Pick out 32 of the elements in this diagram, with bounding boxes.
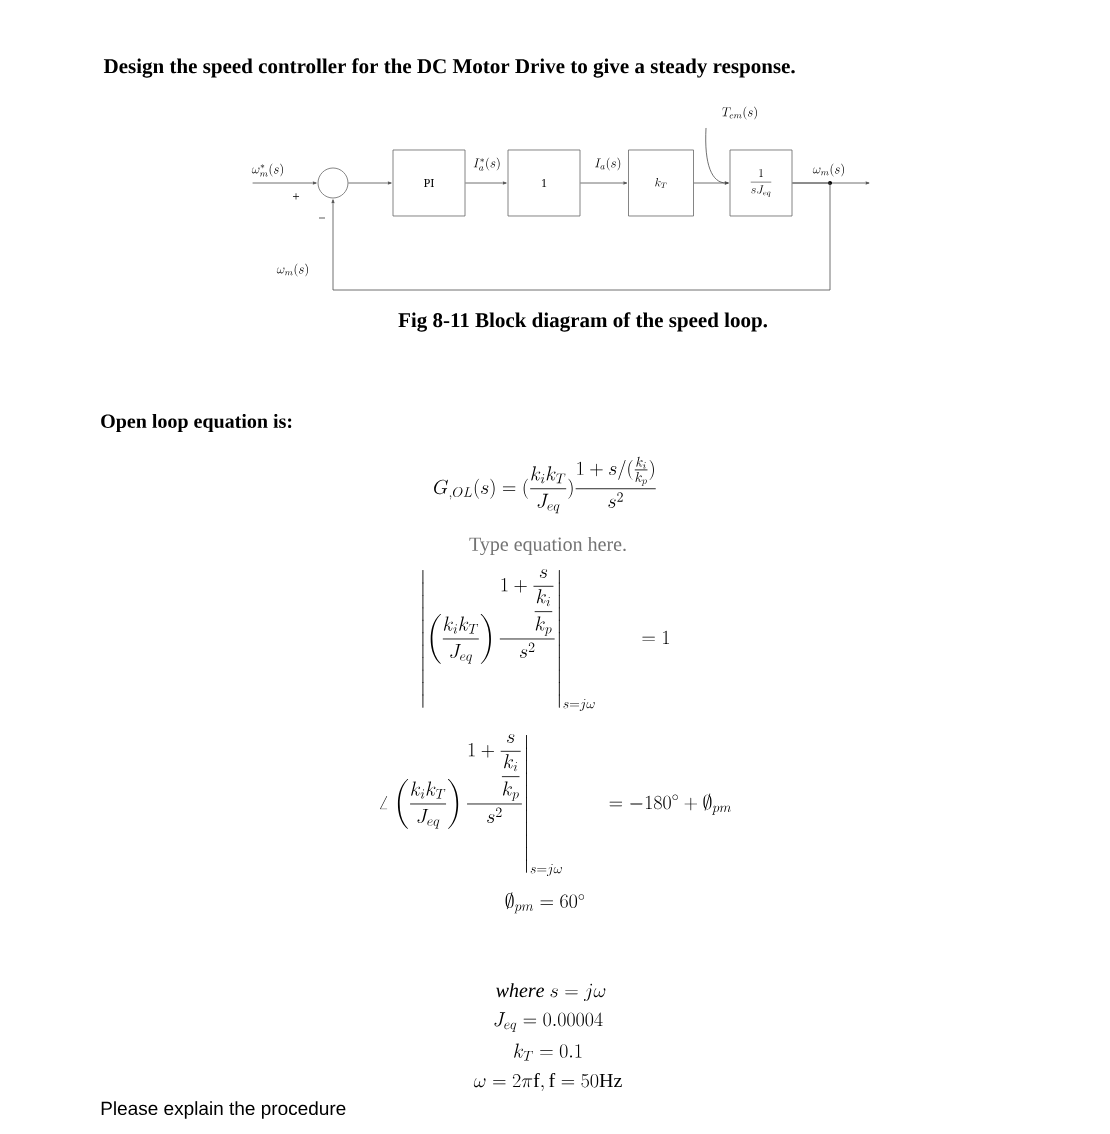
block-box: 1 bbox=[507, 149, 581, 217]
equation: $J_{eq} = 0.00004$ bbox=[494, 1012, 603, 1032]
question-text: Please explain the procedure bbox=[101, 1101, 346, 1119]
signal-label: $\omega_m(s)$ bbox=[811, 162, 847, 178]
heading: Open loop equation is: bbox=[101, 413, 292, 433]
signal-label: $\omega_m^*(s)$ bbox=[250, 162, 286, 178]
arrow bbox=[705, 127, 729, 185]
equation: $\omega = 2\pi \mathrm{f}, \mathrm{f} = 50\mathrm{Hz}$ bbox=[473, 1073, 622, 1091]
block-box: $\dfrac{1}{sJ_{eq}}$ bbox=[729, 149, 793, 217]
equation: $\angle\left.\left(\frac{k_ik_T}{J_{eq}}\right)\frac{1+\dfrac{s}{\dfrac{k_i}{k_p}}}{s^2}\right|_{s=j\omega}\qquad = -180^\circ + \emptyset_{pm}$ bbox=[380, 733, 731, 876]
arrow bbox=[580, 181, 628, 185]
equation: $G_{,OL}(s) = (\frac{k_i k_T}{J_{eq}})\frac{1+s/(\frac{k_i}{k_p})}{s^2}$ bbox=[434, 456, 656, 514]
equation: $k_T = 0.1$ bbox=[514, 1043, 582, 1061]
signal-label: $I_a(s)$ bbox=[593, 156, 623, 172]
equation: $\emptyset_{pm} = 60^\circ$ bbox=[505, 892, 585, 914]
arrow bbox=[331, 182, 831, 291]
equation: $\left|\left(\frac{k_ik_T}{J_{eq}}\right)\frac{1+\dfrac{s}{\dfrac{k_i}{k_p}}}{s^2}\right|_{s=j\omega}\qquad = 1$ bbox=[422, 568, 670, 711]
sign: − bbox=[319, 217, 326, 219]
caption: Fig 8-11 Block diagram of the speed loop. bbox=[398, 312, 767, 332]
summing-junction bbox=[317, 167, 349, 199]
signal-label: $I_a^*(s)$ bbox=[472, 156, 502, 172]
block-box: $k_T$ bbox=[628, 149, 694, 217]
block-box: PI bbox=[392, 149, 466, 217]
arrow bbox=[252, 181, 317, 185]
sign: + bbox=[293, 193, 300, 200]
arrow bbox=[348, 181, 392, 185]
placeholder-text: Type equation here. bbox=[469, 536, 626, 556]
equation: $\mathit{where}\ s = j\omega$ bbox=[496, 983, 606, 1002]
title: Design the speed controller for the DC Motor Drive to give a steady response. bbox=[103, 58, 795, 78]
arrow bbox=[465, 181, 507, 185]
signal-label: $\omega_m(s)$ bbox=[275, 262, 311, 278]
signal-label: $T_{em}(s)$ bbox=[720, 105, 760, 121]
